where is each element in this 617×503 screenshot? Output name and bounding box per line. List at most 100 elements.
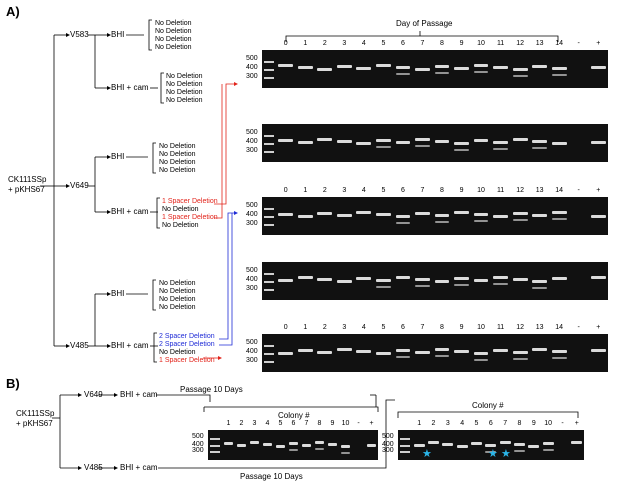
gel-band [454,276,469,280]
gel-band [551,141,567,145]
gel-band [356,210,372,214]
gel-band [532,279,548,283]
gel-band [551,349,567,353]
gel-band [395,72,411,75]
gel-band [557,444,568,447]
strain-v583: V583 [70,30,89,39]
gel-band [314,447,325,450]
gel-band [395,275,411,279]
b-root-label-2: + pKHS67 [16,419,53,428]
lane-label: 7 [420,187,425,194]
lane-label: 4 [361,324,366,331]
lane-label: 12 [516,40,524,47]
lane-label: 8 [440,324,444,331]
gel-band [336,279,352,283]
ladder-band [264,216,274,218]
gel-band [375,278,391,282]
gel-band [297,65,313,69]
gel-band [551,217,567,220]
lane-label: 3 [445,420,450,427]
gel-a5 [262,334,608,372]
lane-label: 11 [496,40,505,47]
gel-band [395,355,411,358]
ladder-label: 400 [246,348,258,356]
lane-label: 3 [342,40,347,47]
outcome-deletion: 2 Spacer Deletion [159,341,215,348]
gel-band [340,451,351,454]
gel-band [473,358,489,361]
lane-label: + [596,187,601,194]
ladder-band [264,288,274,291]
gel-band [297,214,313,218]
ladder-label: 500 [246,338,258,346]
outcome: No Deletion [166,73,203,80]
gel-band [415,67,430,71]
outcome: No Deletion [166,97,203,104]
ladder-band [210,451,220,453]
gel-band [442,442,454,446]
gel-band [415,211,430,215]
lane-label: 14 [555,40,564,47]
outcomes-v583-cam: No Deletion No Deletion No Deletion No D… [166,73,203,105]
gel-band [356,276,372,280]
gel-band [473,351,489,355]
gel-band [262,442,273,446]
lane-label: 3 [342,324,347,331]
b-colony-title-left: Colony # [278,411,310,420]
outcome-deletion: 2 Spacer Deletion [159,333,215,340]
gel-band [493,348,508,352]
gel-band [493,275,508,279]
outcome: No Deletion [159,159,196,166]
gel-band [532,213,548,217]
lane-label: 4 [361,187,366,194]
gel-band [493,65,508,69]
lane-label: 13 [535,324,544,331]
gel-band [301,443,312,447]
gel-band [473,212,489,216]
gel-band [473,278,489,282]
gel-band [512,277,528,281]
lane-label: - [577,40,580,47]
outcome: No Deletion [162,222,199,229]
lane-label: - [561,420,564,427]
cond-v485-cam: BHI + cam [111,341,149,350]
gel-band [493,140,508,144]
lane-label: 2 [322,40,327,47]
colony-star: ★ [422,448,432,460]
outcomes-v485-cam: 2 Spacer Deletion 2 Spacer Deletion No D… [159,333,215,365]
gel-band [590,214,606,218]
lane-label: 7 [304,420,309,427]
gel-band [532,64,548,68]
lane-label: 1 [303,187,308,194]
gel-band [514,442,525,446]
ladder-band [264,223,274,226]
gel-band [317,277,333,281]
gel-band [571,279,586,282]
lane-label: 11 [496,187,505,194]
gel-band [434,354,450,357]
gel-band [571,213,586,216]
lane-label: 10 [477,187,485,194]
gel-band [356,66,372,70]
gel-band [590,348,606,352]
cond-v649-cam: BHI + cam [111,207,149,216]
gel-band [454,141,469,145]
gel-band [249,440,260,444]
gel-band [571,64,586,67]
outcome: No Deletion [159,296,196,303]
cond-v583-cam: BHI + cam [111,83,149,92]
gel-band [434,220,450,223]
gel-band [493,282,508,285]
gel-band [512,218,528,221]
gel-band [223,441,234,445]
lane-label: 10 [544,420,553,427]
lane-label: 0 [283,187,288,194]
panel-b-label: B) [6,376,20,391]
lane-label: 5 [381,324,386,331]
b-colony-title-right: Colony # [472,401,504,410]
outcome: No Deletion [159,288,196,295]
gel-band [278,63,294,67]
gel-band [512,211,528,215]
